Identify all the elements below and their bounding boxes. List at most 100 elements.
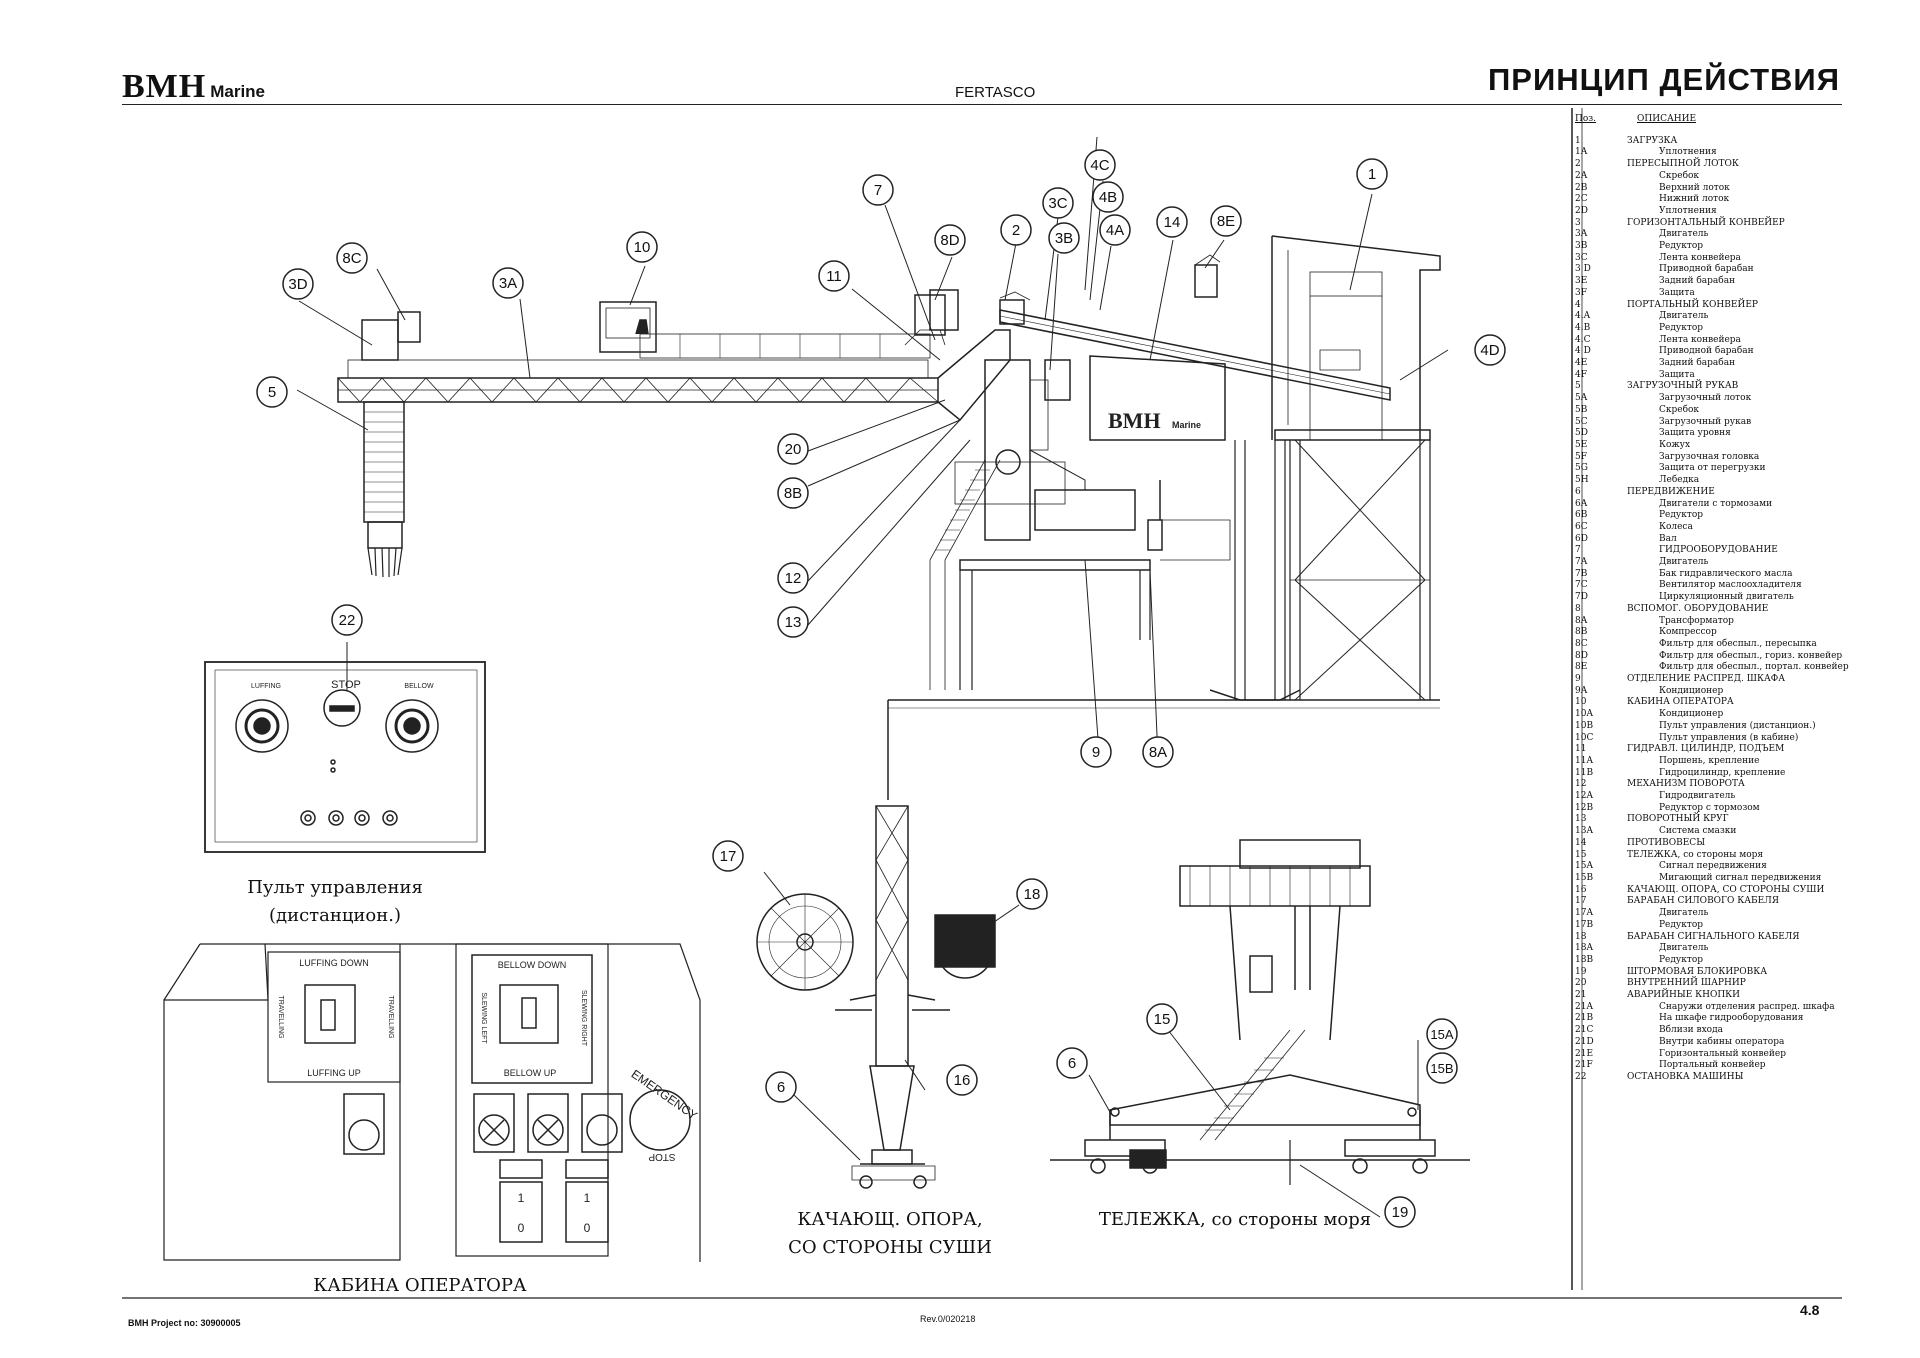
switch1-off: 0 <box>518 1221 525 1235</box>
callout-label: 9 <box>1092 744 1100 761</box>
legend-text: Загрузочный лоток <box>1659 393 1752 404</box>
travelling-left-label: TRAVELLING <box>277 995 284 1038</box>
legend-text: Фильтр для обеспыл., пересыпка <box>1659 638 1817 649</box>
callout-15a: 15A <box>1426 1018 1458 1050</box>
callout-label: 7 <box>874 182 882 199</box>
legend-text: Редуктор <box>1659 510 1704 521</box>
caption-seaside: ТЕЛЕЖКА, со стороны моря <box>1098 1209 1372 1230</box>
callout-label: 15B <box>1430 1061 1453 1076</box>
callout-10: 10 <box>626 231 658 263</box>
callout-label: 4A <box>1106 222 1124 239</box>
legend-text: ПЕРЕДВИЖЕНИЕ <box>1627 486 1715 497</box>
legend-code: 2C <box>1575 194 1588 205</box>
callout-label: 4C <box>1090 157 1109 174</box>
legend-code: 2 <box>1575 159 1581 170</box>
callout-18: 18 <box>1016 878 1048 910</box>
legend-code: 21A <box>1575 1001 1593 1012</box>
page-number: 4.8 <box>1800 1302 1820 1318</box>
callout-8a: 8A <box>1142 736 1174 768</box>
portal-conveyor <box>999 291 1391 401</box>
legend-code: 5C <box>1575 416 1588 427</box>
boom-elbow <box>904 289 1011 422</box>
callout-8d: 8D <box>934 224 966 256</box>
legend-text: Двигатель <box>1659 943 1709 954</box>
legend-text: Уплотнения <box>1659 205 1717 216</box>
callout-label: 6 <box>1068 1055 1076 1072</box>
callout-label: 11 <box>826 268 842 285</box>
legend-code: 5D <box>1575 428 1588 439</box>
legend-code: 15A <box>1575 861 1593 872</box>
callout-label: 20 <box>785 441 802 458</box>
legend-code: 8B <box>1575 627 1588 638</box>
legend-text: Верхний лоток <box>1659 182 1730 193</box>
legend-text: ТЕЛЕЖКА, со стороны моря <box>1627 849 1764 860</box>
legend-code: 21 <box>1575 990 1587 1001</box>
callout-11: 11 <box>818 260 850 292</box>
luffing-down-label: LUFFING DOWN <box>299 958 369 968</box>
legend-code: 1A <box>1575 147 1588 158</box>
counterweight-logo-sub: Marine <box>1172 420 1201 430</box>
legend-text: ГИДРООБОРУДОВАНИЕ <box>1659 545 1778 556</box>
slewing-left-label: SLEWING LEFT <box>480 992 487 1044</box>
legend-code: 17A <box>1575 908 1593 919</box>
legend-text: Лента конвейера <box>1659 252 1741 263</box>
caption-landside-line2: СО СТОРОНЫ СУШИ <box>788 1237 992 1258</box>
legend-text: Скребок <box>1659 170 1700 181</box>
legend-text: Вблизи входа <box>1659 1025 1723 1036</box>
legend-text: ЗАГРУЗКА <box>1627 135 1678 146</box>
legend-text: Кондиционер <box>1659 709 1724 720</box>
legend-code: 21F <box>1575 1060 1593 1071</box>
legend-text: Защита <box>1659 369 1695 380</box>
travelling-right-label: TRAVELLING <box>387 995 394 1038</box>
legend-code: 7A <box>1575 557 1588 568</box>
legend-code: 2B <box>1575 182 1588 193</box>
callout-label: 8B <box>784 485 802 502</box>
callout-19: 19 <box>1384 1196 1416 1228</box>
project-number: BMH Project no: 30900005 <box>128 1318 241 1328</box>
callout-label: 3B <box>1055 230 1073 247</box>
callout-label: 15 <box>1154 1011 1171 1028</box>
callout-16: 16 <box>946 1064 978 1096</box>
legend-code: 5B <box>1575 404 1588 415</box>
callout-label: 3C <box>1048 195 1067 212</box>
portal-tower <box>1209 235 1441 701</box>
callout-13: 13 <box>777 606 809 638</box>
legend-code: 18 <box>1575 931 1587 942</box>
legend-code: 20 <box>1575 978 1587 989</box>
legend-text: Редуктор <box>1659 919 1704 930</box>
callout-3d: 3D <box>282 268 314 300</box>
legend-text: Кондиционер <box>1659 685 1724 696</box>
legend-text: ЗАГРУЗОЧНЫЙ РУКАВ <box>1627 381 1739 392</box>
callout-15: 15 <box>1146 1003 1178 1035</box>
legend-text: ВНУТРЕННИЙ ШАРНИР <box>1627 978 1746 989</box>
callout-label: 8E <box>1217 213 1235 230</box>
callout-4d: 4D <box>1474 334 1506 366</box>
legend-text: Вентилятор маслоохладителя <box>1659 580 1802 591</box>
callout-label: 2 <box>1012 222 1020 239</box>
legend-text: Защита от перегрузки <box>1659 463 1766 474</box>
legend-code: 7D <box>1575 592 1588 603</box>
callout-12: 12 <box>777 562 809 594</box>
callout-15b: 15B <box>1426 1052 1458 1084</box>
